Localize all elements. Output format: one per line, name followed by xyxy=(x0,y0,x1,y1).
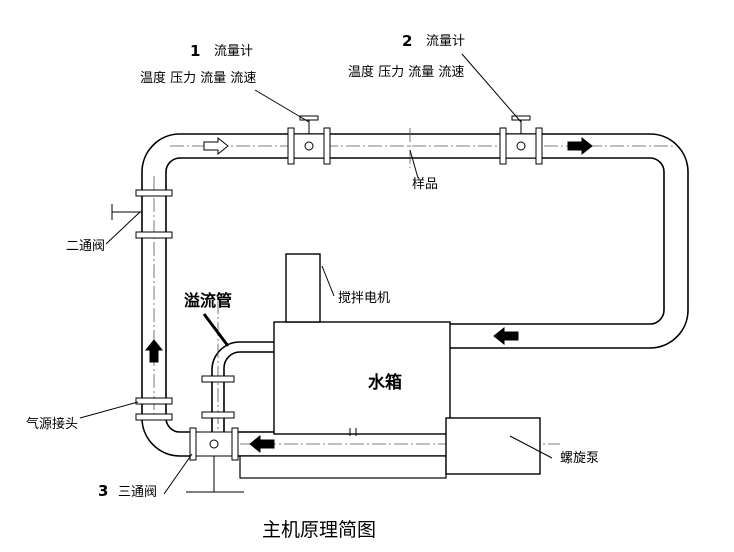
text-labels: 1 流量计 温度 压力 流量 流速 2 流量计 温度 压力 流量 流速 样品 二… xyxy=(26,32,599,541)
overflow-pipe-flanges xyxy=(201,375,235,419)
stirring-motor xyxy=(285,253,321,323)
flowmeter-1-params: 温度 压力 流量 流速 xyxy=(140,70,256,86)
two-way-valve-label: 二通阀 xyxy=(66,239,105,254)
arrow-right-icon xyxy=(567,136,593,156)
three-way-valve-label: 三通阀 xyxy=(118,485,157,500)
sample-label: 样品 xyxy=(412,177,438,192)
arrow-right-icon xyxy=(203,136,229,156)
air-source-joint xyxy=(135,397,173,421)
three-way-valve xyxy=(186,427,244,493)
water-tank xyxy=(239,321,451,479)
flowmeter-1-label: 流量计 xyxy=(214,44,253,59)
arrow-left-icon xyxy=(493,326,519,346)
stirring-motor-label: 搅拌电机 xyxy=(338,290,390,306)
flowmeter-2 xyxy=(499,115,543,165)
flowmeter-2-params: 温度 压力 流量 流速 xyxy=(348,64,464,80)
flowmeter-2-number: 2 xyxy=(402,32,412,50)
arrow-left-icon xyxy=(249,434,275,454)
water-tank-label: 水箱 xyxy=(368,372,402,393)
leader-lines xyxy=(79,53,553,495)
screw-pump-label: 螺旋泵 xyxy=(560,451,599,466)
diagram-caption: 主机原理简图 xyxy=(262,519,376,541)
overflow-pipe-label: 溢流管 xyxy=(184,291,232,310)
two-way-valve xyxy=(111,189,173,239)
three-way-valve-number: 3 xyxy=(98,482,108,500)
screw-pump xyxy=(445,417,541,475)
arrow-up-icon xyxy=(144,339,164,363)
flowmeter-1 xyxy=(287,115,331,165)
flowmeter-2-label: 流量计 xyxy=(426,34,465,49)
air-source-joint-label: 气源接头 xyxy=(26,416,78,432)
flowmeter-1-number: 1 xyxy=(190,42,200,60)
flow-arrows xyxy=(144,136,593,454)
